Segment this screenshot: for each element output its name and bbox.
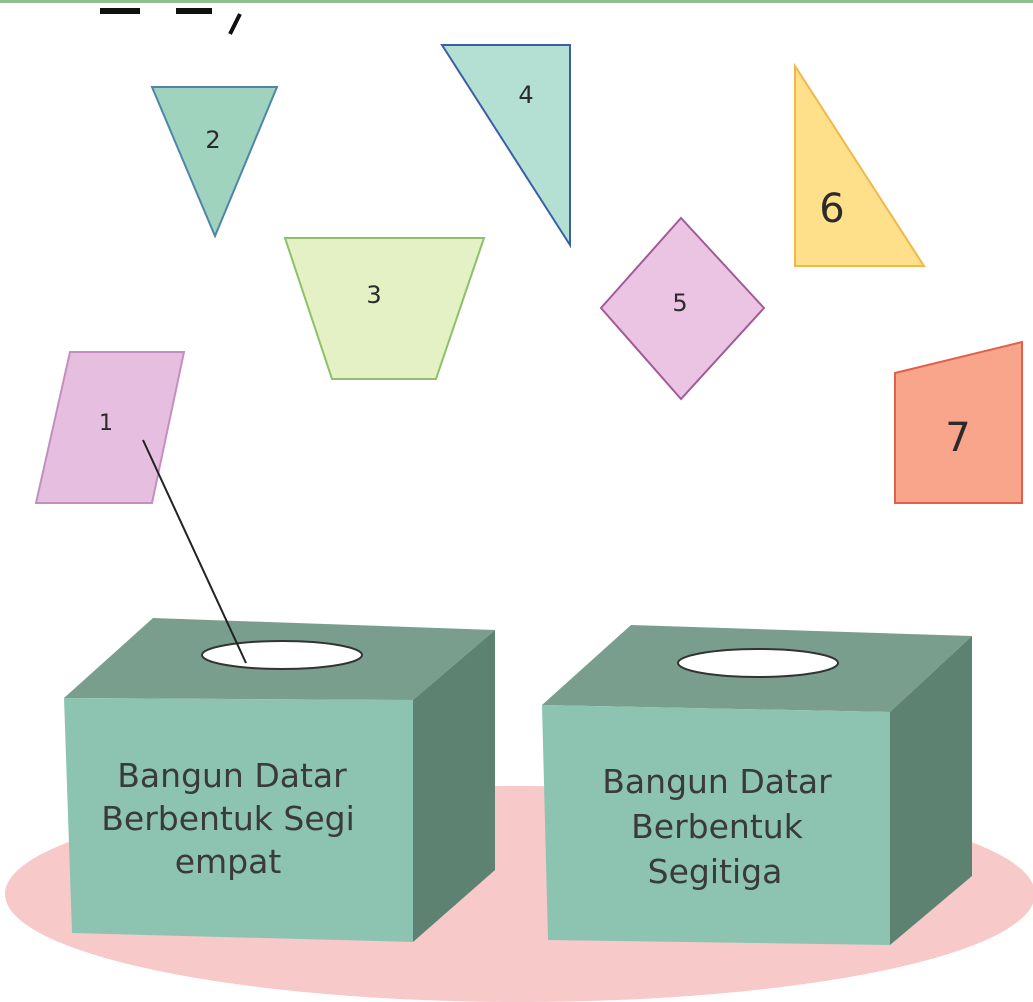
top-border [0, 0, 1033, 3]
cropped-text-fragment-2 [230, 14, 240, 34]
shape-4-label: 4 [518, 81, 533, 109]
box-segi-empat: Bangun Datar Berbentuk Segi empat [64, 618, 495, 942]
shape-2-triangle [152, 87, 277, 236]
shape-7-label: 7 [945, 415, 970, 461]
shape-1-label: 1 [99, 411, 113, 436]
shape-6-triangle [795, 66, 924, 266]
shape-6-label: 6 [819, 186, 844, 232]
box-1-line-1: Bangun Datar [117, 756, 347, 795]
box-2-line-2: Berbentuk [631, 807, 804, 846]
box-1-line-3: empat [175, 842, 282, 881]
shape-2-label: 2 [205, 126, 220, 154]
shape-3-label: 3 [366, 281, 381, 309]
box-1-line-2: Berbentuk Segi [101, 799, 355, 838]
box-1-slot [202, 641, 362, 669]
box-segitiga: Bangun Datar Berbentuk Segitiga [542, 625, 972, 945]
shape-3-trapezoid [285, 238, 484, 379]
shape-5-label: 5 [672, 289, 687, 317]
box-2-slot [678, 649, 838, 677]
box-2-line-1: Bangun Datar [602, 762, 832, 801]
box-2-line-3: Segitiga [648, 852, 783, 891]
shape-4-triangle [442, 45, 570, 245]
